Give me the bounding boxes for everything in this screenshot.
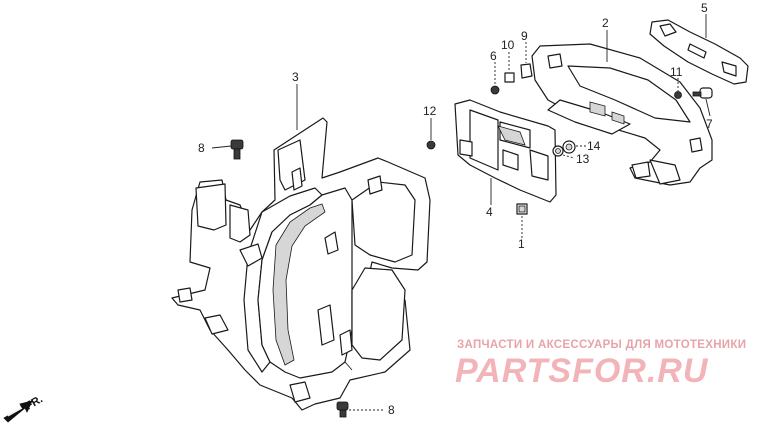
tail-housing-part-2: [531, 43, 713, 186]
callout-10: 10: [501, 38, 515, 52]
bolt-part-8-top: [230, 139, 244, 160]
leader-8-top: [211, 145, 232, 149]
leader-7: [705, 98, 711, 117]
callout-2: 2: [602, 16, 609, 30]
callout-7: 7: [706, 117, 713, 131]
callout-1: 1: [518, 237, 525, 251]
clip-part-10: [504, 72, 515, 83]
callout-12: 12: [423, 104, 437, 118]
watermark-tagline: ЗАПЧАСТИ И АКСЕССУАРЫ ДЛЯ МОТОТЕХНИКИ: [457, 339, 747, 351]
watermark-logo: PARTSFOR.RU: [455, 352, 709, 390]
callout-3: 3: [292, 70, 299, 84]
screw-part-12: [426, 140, 436, 150]
callout-8-top: 8: [198, 141, 205, 155]
callout-11: 11: [670, 65, 683, 79]
callout-5: 5: [701, 1, 708, 15]
callout-14: 14: [587, 139, 601, 153]
nut-part-1: [516, 203, 528, 215]
grommet-part-14: [562, 140, 576, 154]
leader-13: [562, 154, 575, 159]
callout-8-bottom: 8: [388, 403, 395, 417]
bracket-part-4: [454, 99, 557, 203]
bolt-part-7: [692, 87, 713, 99]
bolt-part-8-bottom: [336, 401, 349, 418]
screw-part-6: [490, 85, 500, 95]
callout-6: 6: [490, 49, 497, 63]
front-direction-arrow: FR.: [3, 393, 45, 423]
clip-part-9: [520, 63, 533, 79]
callout-13: 13: [576, 152, 590, 166]
screw-part-11: [674, 91, 682, 99]
callout-4: 4: [486, 205, 493, 219]
inner-cover-part-3: [171, 117, 431, 411]
grommet-part-13: [552, 145, 564, 157]
front-direction-label: FR.: [24, 393, 45, 412]
bracket-plate-part-5: [649, 19, 749, 85]
callout-9: 9: [521, 29, 528, 43]
